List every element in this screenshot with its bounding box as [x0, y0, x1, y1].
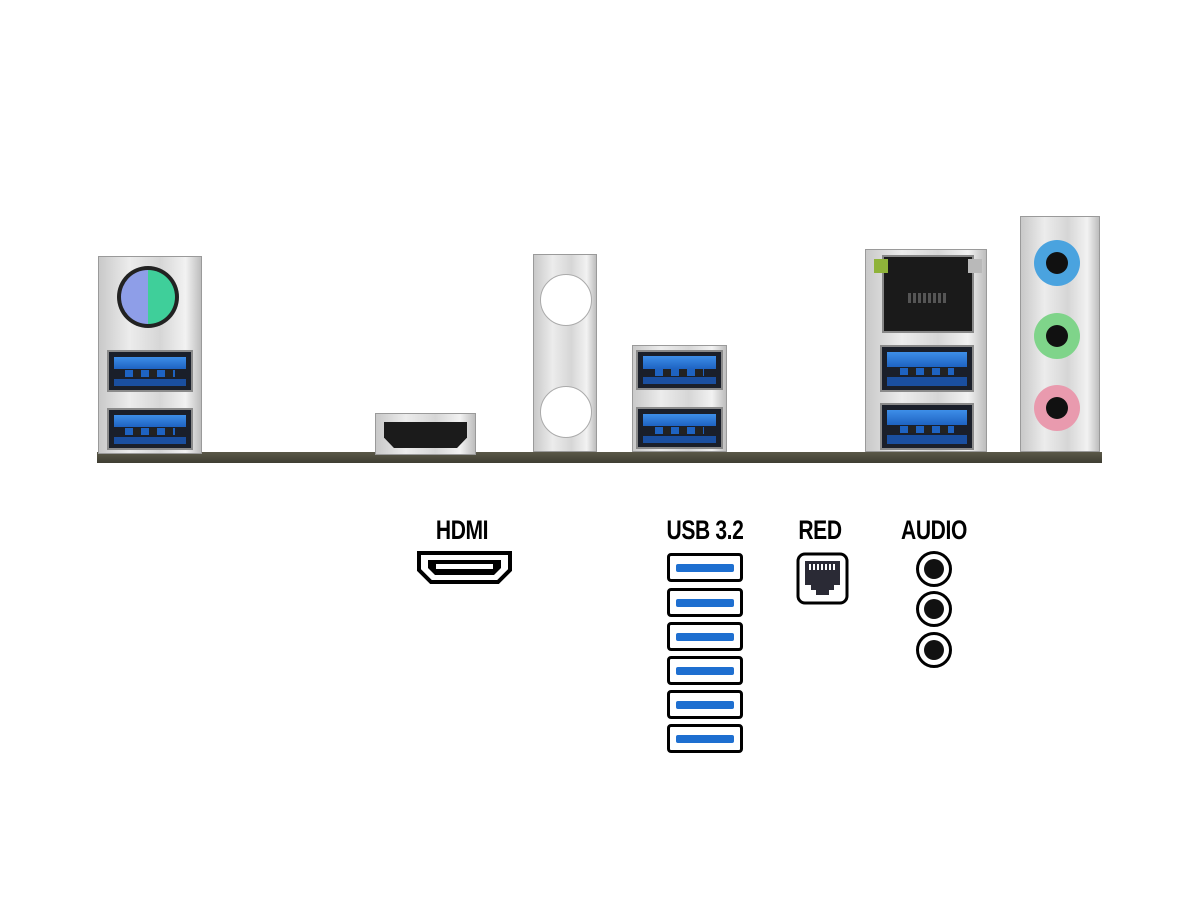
usb-port: [107, 408, 193, 450]
usb-icon: [667, 724, 743, 753]
usb-icon: [667, 656, 743, 685]
rj45-contacts: [908, 293, 948, 303]
usb-icon: [667, 588, 743, 617]
usb-port: [636, 407, 723, 449]
hdmi-socket: [384, 422, 467, 448]
audio-jack-icon: [916, 591, 952, 627]
audio-jack-mic: [1034, 385, 1080, 431]
usb-port: [880, 345, 974, 392]
bracket-hole: [540, 274, 592, 326]
bracket-hole: [540, 386, 592, 438]
board-edge: [97, 452, 1102, 463]
audio-label: AUDIO: [901, 515, 967, 545]
io-panel: [97, 216, 1102, 463]
usb-icon: [667, 622, 743, 651]
ethernet-icon: [796, 552, 849, 605]
activity-led: [968, 259, 982, 273]
audio-jack-line-in: [1034, 240, 1080, 286]
audio-jack-icon: [916, 632, 952, 668]
mounting-bracket: [533, 254, 597, 452]
usb-port: [107, 350, 193, 392]
usb-port: [636, 350, 723, 390]
usb-port: [880, 403, 974, 450]
audio-jack-line-out: [1034, 313, 1080, 359]
lan-label: RED: [798, 515, 842, 545]
usb-icon: [667, 690, 743, 719]
ps2-port: [117, 266, 179, 328]
ps2-mouse-half: [148, 270, 175, 324]
usb-icon: [667, 553, 743, 582]
hdmi-label: HDMI: [435, 515, 489, 545]
rj45-port: [874, 255, 982, 333]
audio-jack-icon: [916, 551, 952, 587]
hdmi-icon: [416, 550, 513, 585]
usb-label: USB 3.2: [666, 515, 744, 545]
link-led: [874, 259, 888, 273]
hdmi-port: [375, 413, 476, 455]
ps2-keyboard-half: [121, 270, 148, 324]
